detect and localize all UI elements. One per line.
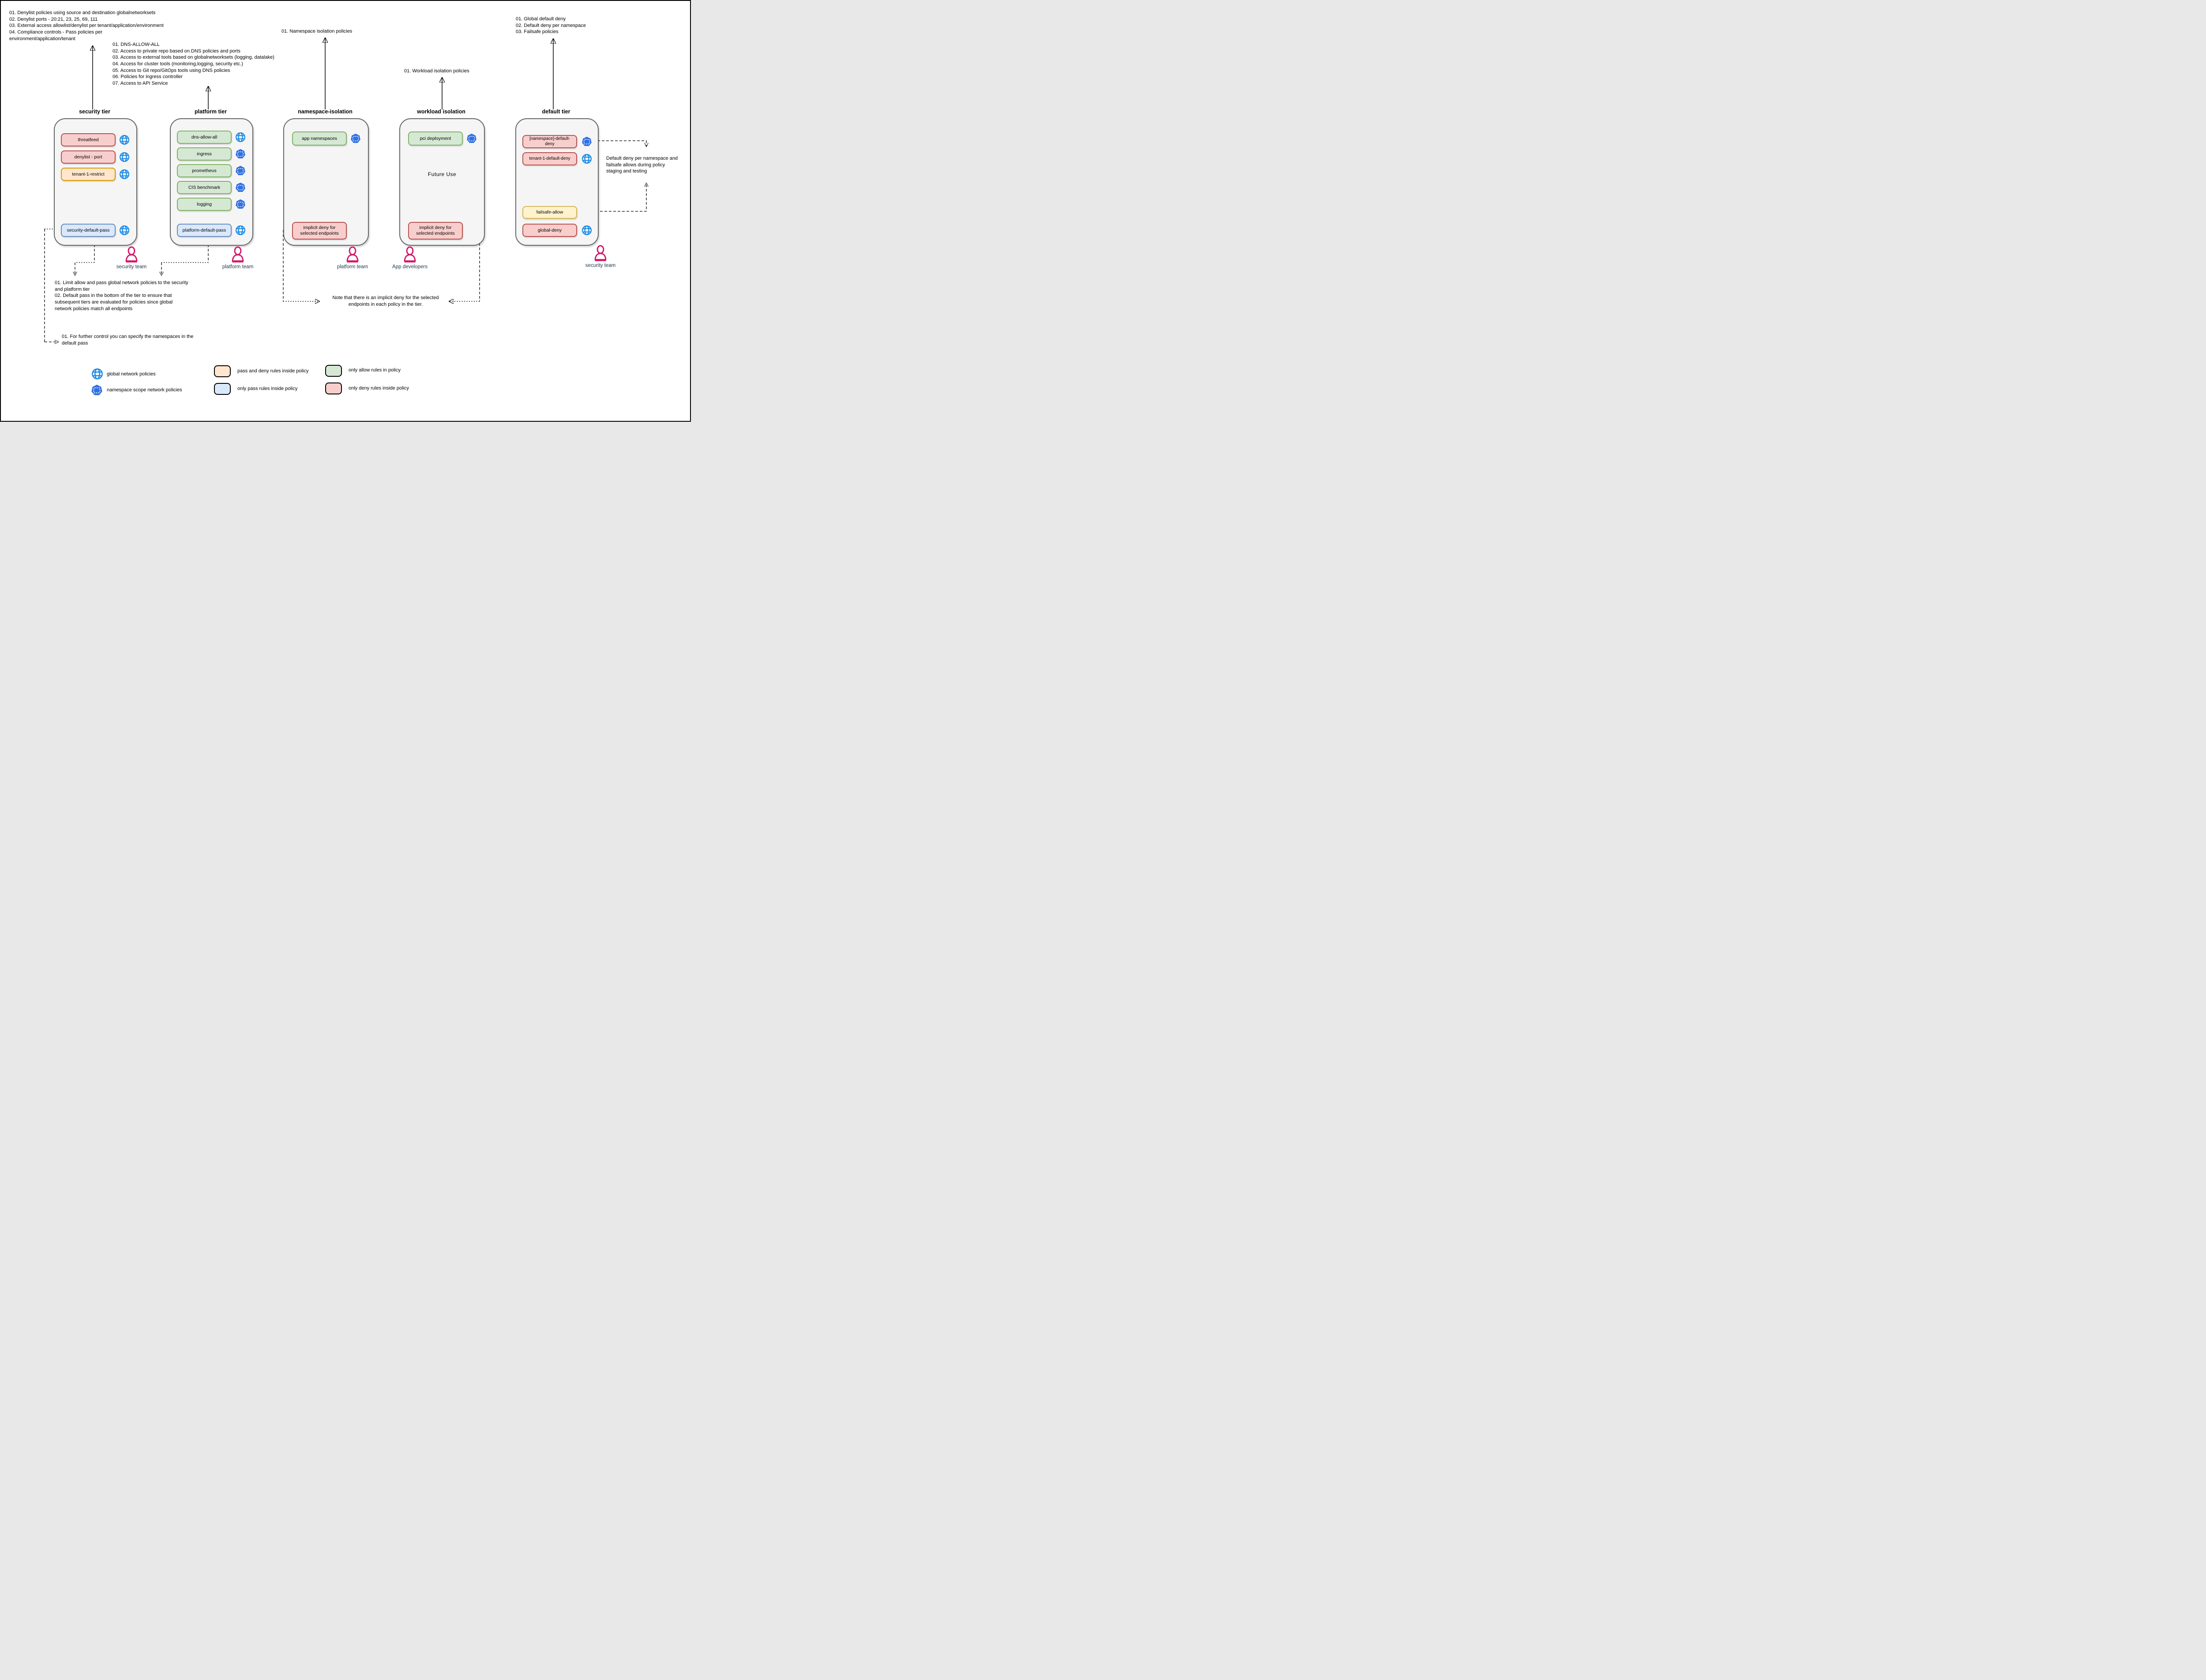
default-tier-title: default tier xyxy=(542,109,570,115)
namespace-policy-icon xyxy=(350,133,361,144)
legend-label-deny-only: only deny rules inside policy xyxy=(349,386,409,391)
policy-label: global-deny xyxy=(537,227,562,233)
policy-label: implicit deny for selected endpoints xyxy=(300,225,339,236)
policy-label: failsafe-allow xyxy=(536,210,563,215)
global-network-policy-icon xyxy=(119,225,130,236)
person-icon xyxy=(345,246,360,263)
policy-threatfeed: threatfeed xyxy=(61,133,116,146)
legend-globe-icon xyxy=(91,368,103,380)
policy-label: CIS benchmark xyxy=(188,184,221,190)
team-label-default-tier: security team xyxy=(585,263,616,268)
global-network-policy-icon xyxy=(119,169,130,180)
security-tier-title: security tier xyxy=(79,109,110,115)
legend-label-namespace: namespace scope network policies xyxy=(107,387,182,393)
policy-denylist-port: denylist - port xyxy=(61,150,116,164)
connector-failsafe-to-note xyxy=(578,183,646,212)
policy-label: pci deployment xyxy=(420,135,451,141)
limit-allow-note: 01. Limit allow and pass global network … xyxy=(55,280,188,311)
policy-implicit-deny: implicit deny for selected endpoints xyxy=(292,222,347,240)
namespace-isolation-title: namespace-isolation xyxy=(298,109,353,115)
policy-label: [namespace]-default-deny xyxy=(529,136,570,146)
policy-ingress: ingress xyxy=(177,147,232,161)
global-network-policy-icon xyxy=(235,225,246,236)
team-label-platform: platform team xyxy=(222,264,254,270)
policy-prometheus: prometheus xyxy=(177,164,232,177)
platform-tier-title: platform tier xyxy=(195,109,227,115)
policy-label: ingress xyxy=(197,151,212,157)
global-network-policy-icon xyxy=(582,225,592,236)
person-icon xyxy=(593,245,608,262)
person-icon xyxy=(402,246,418,263)
legend-label-global: global network policies xyxy=(107,371,156,377)
policy-tenant-1-default-deny: tenant-1-default-deny xyxy=(522,152,577,165)
team-label-namespace-isolation: platform team xyxy=(337,264,368,270)
policy-global-deny: global-deny xyxy=(522,224,577,237)
platform-tier-box: dns-allow-all ingress prometheus CIS ben… xyxy=(170,118,253,246)
policy-security-default-pass: security-default-pass xyxy=(61,224,116,237)
global-network-policy-icon xyxy=(235,132,246,142)
policy-app-namespaces: app namespaces xyxy=(292,131,347,146)
policy-logging: logging xyxy=(177,198,232,211)
default-deny-failsafe-note: Default deny per namespace and failsafe … xyxy=(606,156,678,174)
policy-cis-benchmark: CIS benchmark xyxy=(177,181,232,194)
namespace-isolation-box: app namespaces implicit deny for selecte… xyxy=(283,118,369,246)
namespace-policy-icon xyxy=(235,182,246,193)
policy-label: platform-default-pass xyxy=(182,227,226,233)
legend-label-allow-only: only allow rules in policy xyxy=(349,368,401,373)
global-network-policy-icon xyxy=(119,152,130,162)
team-label-app-developers: App developers xyxy=(392,264,428,270)
namespace-policy-icon xyxy=(235,199,246,210)
namespace-policy-icon xyxy=(235,165,246,176)
policy-implicit-deny: implicit deny for selected endpoints xyxy=(408,222,463,240)
default-tier-box: [namespace]-default-deny tenant-1-defaul… xyxy=(515,118,599,246)
namespace-policy-icon xyxy=(235,149,246,159)
policy-label: security-default-pass xyxy=(67,227,110,233)
diagram-canvas: 01. Denylist policies using source and d… xyxy=(0,0,691,422)
policy-label: app namespaces xyxy=(302,135,337,141)
workload-isolation-title: workload isolation xyxy=(417,109,465,115)
team-label-security: security team xyxy=(116,264,147,270)
legend-label-pass-deny: pass and deny rules inside policy xyxy=(237,368,309,374)
policy-label: logging xyxy=(197,201,212,207)
namespace-isolation-note: 01. Namespace isolation policies xyxy=(281,29,353,34)
workload-isolation-note: 01. Workload isolation policies xyxy=(404,68,469,74)
policy-namespace-default-deny: [namespace]-default-deny xyxy=(522,135,577,148)
legend-namespace-icon xyxy=(91,384,103,396)
policy-platform-default-pass: platform-default-pass xyxy=(177,224,232,237)
legend-swatch-deny-only xyxy=(325,382,342,394)
global-network-policy-icon xyxy=(582,154,592,164)
policy-label: threatfeed xyxy=(78,137,99,142)
legend-swatch-allow-only xyxy=(325,365,342,377)
policy-label: tenant-1-restrict xyxy=(72,171,105,177)
policy-dns-allow-all: dns-allow-all xyxy=(177,131,232,144)
legend-swatch-pass-only xyxy=(214,383,231,395)
default-tier-notes: 01. Global default deny 02. Default deny… xyxy=(516,16,586,35)
security-tier-notes: 01. Denylist policies using source and d… xyxy=(9,10,164,41)
person-icon xyxy=(124,246,139,263)
workload-isolation-box: pci deployment Future Use implicit deny … xyxy=(399,118,485,246)
global-network-policy-icon xyxy=(119,135,130,145)
policy-tenant-1-restrict: tenant-1-restrict xyxy=(61,168,116,181)
policy-label: dns-allow-all xyxy=(191,134,218,140)
person-icon xyxy=(230,246,246,263)
namespace-policy-icon xyxy=(582,136,592,147)
policy-pci-deployment: pci deployment xyxy=(408,131,463,146)
platform-tier-notes: 01. DNS-ALLOW-ALL 02. Access to private … xyxy=(113,42,274,86)
future-use-label: Future Use xyxy=(428,171,457,177)
namespace-policy-icon xyxy=(466,133,477,144)
further-control-note: 01. For further control you can specify … xyxy=(62,334,194,346)
implicit-deny-note: Note that there is an implicit deny for … xyxy=(332,295,439,307)
policy-label: tenant-1-default-deny xyxy=(529,156,570,161)
legend-swatch-pass-deny xyxy=(214,365,231,377)
policy-label: denylist - port xyxy=(74,154,102,160)
connector-nsdefaultdeny-to-note xyxy=(593,140,646,146)
policy-label: prometheus xyxy=(192,168,217,173)
security-tier-box: threatfeed denylist - port tenant-1-rest… xyxy=(54,118,137,246)
policy-label: implicit deny for selected endpoints xyxy=(416,225,455,236)
policy-failsafe-allow: failsafe-allow xyxy=(522,206,577,219)
legend-label-pass-only: only pass rules inside policy xyxy=(237,386,298,391)
